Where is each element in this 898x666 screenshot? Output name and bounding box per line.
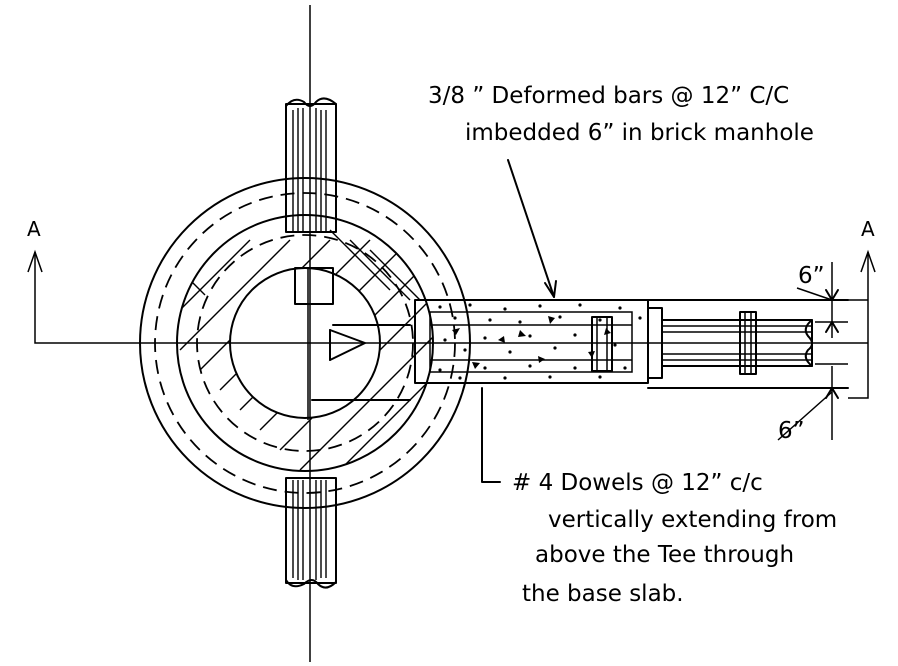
dowels-label-line1: # 4 Dowels @ 12” c/c bbox=[512, 470, 763, 496]
dowels-label-line2: vertically extending from bbox=[548, 507, 837, 533]
dowels-label-line4: the base slab. bbox=[522, 581, 684, 607]
horizontal-pipe bbox=[647, 299, 849, 389]
deformed-bars-leader bbox=[507, 159, 555, 298]
dimension-top-label: 6” bbox=[798, 263, 825, 289]
section-mark-left: A bbox=[27, 217, 41, 241]
dowels-leader bbox=[481, 387, 501, 483]
dowels-label-line3: above the Tee through bbox=[535, 542, 794, 568]
dimension-bottom-label: 6” bbox=[778, 418, 805, 444]
section-line-a bbox=[27, 249, 876, 399]
vertical-pipe-bottom bbox=[285, 477, 337, 589]
deformed-bars-label-line1: 3/8 ” Deformed bars @ 12” C/C bbox=[428, 83, 789, 109]
deformed-bars-label-line2: imbedded 6” in brick manhole bbox=[465, 120, 814, 146]
concrete-encasement bbox=[414, 299, 649, 384]
section-mark-right: A bbox=[861, 217, 875, 241]
vertical-pipe-top bbox=[285, 97, 337, 233]
dimension-marks bbox=[777, 262, 848, 441]
tee-channel bbox=[294, 267, 411, 420]
